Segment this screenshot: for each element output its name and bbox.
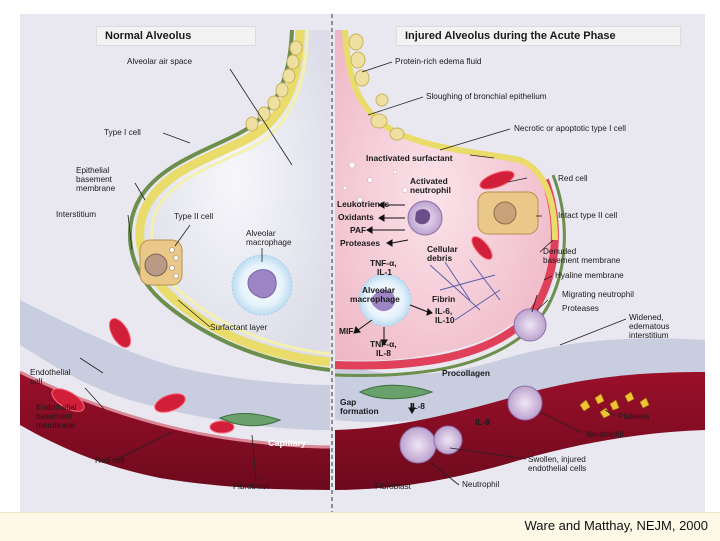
label-endothelial-cell-line2: cell <box>30 377 43 386</box>
bronchial-epithelium-left <box>245 40 303 132</box>
label-il8-a: IL-8 <box>410 401 425 411</box>
type2-cell-left <box>139 239 183 286</box>
label-fibroblast-left: Fibroblast <box>233 482 269 491</box>
label-cellular-debris-line1: Cellular <box>427 244 458 254</box>
alveolar-macrophage-right <box>358 273 412 327</box>
label-alveolar-macrophage-line2: macrophage <box>246 238 292 247</box>
leader-lines-left <box>79 68 293 481</box>
label-neutrophil-bottom: Neutrophil <box>462 480 500 489</box>
label-oxidants: Oxidants <box>338 212 374 222</box>
label-procollagen: Procollagen <box>442 368 490 378</box>
label-alveolar-air-space: Alveolar air space <box>127 57 193 66</box>
label-necrotic: Necrotic or apoptotic type I cell <box>514 124 626 133</box>
label-neutrophil-mid: Neutrophil <box>586 430 624 439</box>
label-red-cell-left: Red cell <box>95 456 125 465</box>
label-widened-line2: edematous <box>629 322 670 331</box>
red-cells-right <box>471 170 515 260</box>
label-cellular-debris-line2: debris <box>427 253 453 263</box>
activated-neutrophil <box>407 200 443 236</box>
fibroblast-right <box>358 384 434 400</box>
label-gap-formation-line1: Gap <box>340 397 357 407</box>
label-hyaline-membrane: Hyaline membrane <box>555 271 624 280</box>
capillary-left <box>20 372 330 490</box>
label-alveolar-macrophage-right-line1: Alveolar <box>362 285 396 295</box>
label-swollen-line1: Swollen, injured <box>528 455 586 464</box>
title-injured-alveolus: Injured Alveolus during the Acute Phase <box>396 26 681 46</box>
label-fibroblast-right: Fibroblast <box>375 482 411 491</box>
label-epithelial-bm-line2: basement <box>76 175 112 184</box>
label-epithelial-bm-line3: membrane <box>76 184 116 193</box>
label-endothelial-cell-line1: Endothelial <box>30 368 71 377</box>
fibrin-strands <box>429 259 501 321</box>
surfactant-layer-left <box>150 29 331 356</box>
label-il8-b: IL-8 <box>475 417 490 427</box>
label-swollen-line2: endothelial cells <box>528 464 587 473</box>
label-tnf-il8-line1: TNF-α, <box>370 339 397 349</box>
label-endothelial-bm-line1: Endothelial <box>36 403 77 412</box>
label-widened-line3: interstitium <box>629 331 669 340</box>
label-endothelial-bm-line2: basement <box>36 412 72 421</box>
interstitium-right <box>335 338 705 422</box>
label-platelets: Platelets <box>618 412 650 421</box>
epithelium-right <box>342 29 558 241</box>
label-activated-neutrophil-line1: Activated <box>410 176 448 186</box>
label-il6-il10-line2: IL-10 <box>435 315 455 325</box>
label-red-cell-right: Red cell <box>558 174 588 183</box>
label-sloughing: Sloughing of bronchial epithelium <box>426 92 547 101</box>
label-type2-cell: Type II cell <box>174 212 214 221</box>
label-paf: PAF <box>350 225 367 235</box>
platelets <box>579 391 650 419</box>
label-epithelial-bm-line1: Epithelial <box>76 166 110 175</box>
label-leukotrienes: Leukotrienes <box>337 199 390 209</box>
label-type1-cell: Type I cell <box>104 128 141 137</box>
neutrophils-right <box>399 308 547 464</box>
label-capillary: Capillary <box>268 438 307 448</box>
bronchial-epithelium-right <box>348 33 405 141</box>
label-intact-type2: Intact type II cell <box>558 211 618 220</box>
label-fibrin: Fibrin <box>432 294 456 304</box>
label-widened-line1: Widened, <box>629 313 664 322</box>
label-migrating-neutrophil: Migrating neutrophil <box>562 290 634 299</box>
label-proteases-left: Proteases <box>340 238 381 248</box>
interstitium-left <box>20 300 330 430</box>
label-tnf-il1-line1: TNF-α, <box>370 258 397 268</box>
label-alveolar-macrophage-right-line2: macrophage <box>350 294 400 304</box>
fibroblast-left <box>218 413 282 427</box>
label-denuded-bm-line2: basement membrane <box>543 256 621 265</box>
label-surfactant-layer: Surfactant layer <box>210 323 268 332</box>
footer-bar: Ware and Matthay, NEJM, 2000 <box>0 512 720 541</box>
denuded-basement-membrane <box>334 174 566 378</box>
label-gap-formation-line2: formation <box>340 406 379 416</box>
label-alveolar-macrophage-line1: Alveolar <box>246 229 276 238</box>
epithelium-left <box>135 29 331 367</box>
intact-type2-cell-right <box>477 191 539 235</box>
signal-arrows <box>353 201 433 414</box>
label-il6-il10-line1: IL-6, <box>435 306 453 316</box>
citation-credit: Ware and Matthay, NEJM, 2000 <box>524 518 708 533</box>
label-interstitium: Interstitium <box>56 210 97 219</box>
label-endothelial-bm-line3: membrane <box>36 421 76 430</box>
label-proteases-right: Proteases <box>562 304 599 313</box>
protein-particles <box>337 157 408 218</box>
label-activated-neutrophil-line2: neutrophil <box>410 185 451 195</box>
label-tnf-il8-line2: IL-8 <box>376 348 391 358</box>
label-inactivated-surfactant: Inactivated surfactant <box>366 153 453 163</box>
red-cells-left <box>51 318 235 434</box>
label-edema-fluid: Protein-rich edema fluid <box>395 57 482 66</box>
alveolar-macrophage-left <box>231 254 293 316</box>
leader-lines-right <box>361 61 627 486</box>
label-denuded-bm-line1: Denuded <box>543 247 577 256</box>
label-tnf-il1-line2: IL-1 <box>377 267 392 277</box>
label-mif: MIF <box>339 326 354 336</box>
title-normal-alveolus: Normal Alveolus <box>96 26 256 46</box>
